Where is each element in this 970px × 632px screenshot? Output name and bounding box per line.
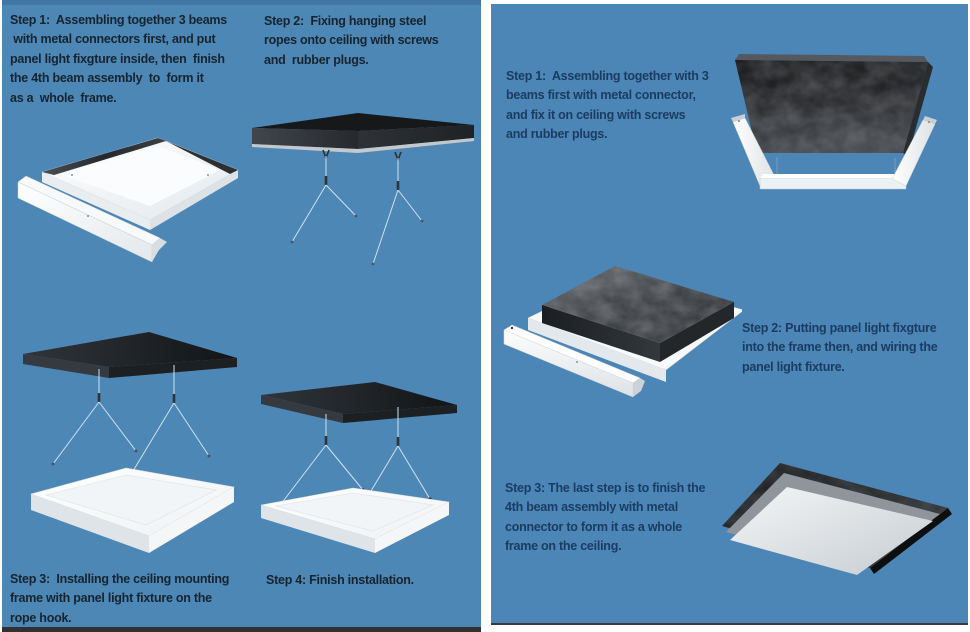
left-step4-text: Step 4: Finish installation. (266, 573, 414, 587)
right-step2-text: Step 2: Putting panel light fixgture int… (742, 321, 938, 374)
left-step3-text: Step 3: Installing the ceiling mounting … (10, 572, 230, 625)
right-step2-illustration (503, 266, 742, 398)
right-step3-text: Step 3: The last step is to finish the 4… (505, 481, 706, 554)
assembled-frame (41, 137, 239, 230)
right-step1-text: Step 1: Assembling together with 3 beams… (506, 69, 709, 142)
ceiling-slab (252, 113, 474, 153)
ceiling-slab (261, 382, 457, 423)
mounting-frame (260, 487, 450, 553)
three-beam-frame (731, 114, 937, 190)
left-step1-illustration (17, 137, 239, 263)
panel-light-fixture (542, 266, 734, 362)
right-step3-illustration (722, 463, 952, 575)
right-step1-illustration (731, 54, 937, 190)
loose-beam (503, 324, 645, 398)
mounting-frame (30, 467, 235, 553)
loose-beam (17, 175, 167, 263)
left-step1-text: Step 1: Assembling together 3 beams with… (10, 13, 227, 105)
ceiling-slab (23, 332, 237, 378)
left-step4-illustration (260, 382, 457, 553)
steel-ropes (51, 365, 211, 483)
steel-rope-left (290, 149, 358, 244)
left-step3-illustration (23, 332, 237, 553)
ceiling-slab (735, 54, 933, 156)
left-step2-text: Step 2: Fixing hanging steel ropes onto … (264, 14, 439, 67)
left-step2-illustration (252, 113, 474, 266)
steel-rope-right (371, 151, 424, 266)
panel-light-face (730, 487, 933, 575)
